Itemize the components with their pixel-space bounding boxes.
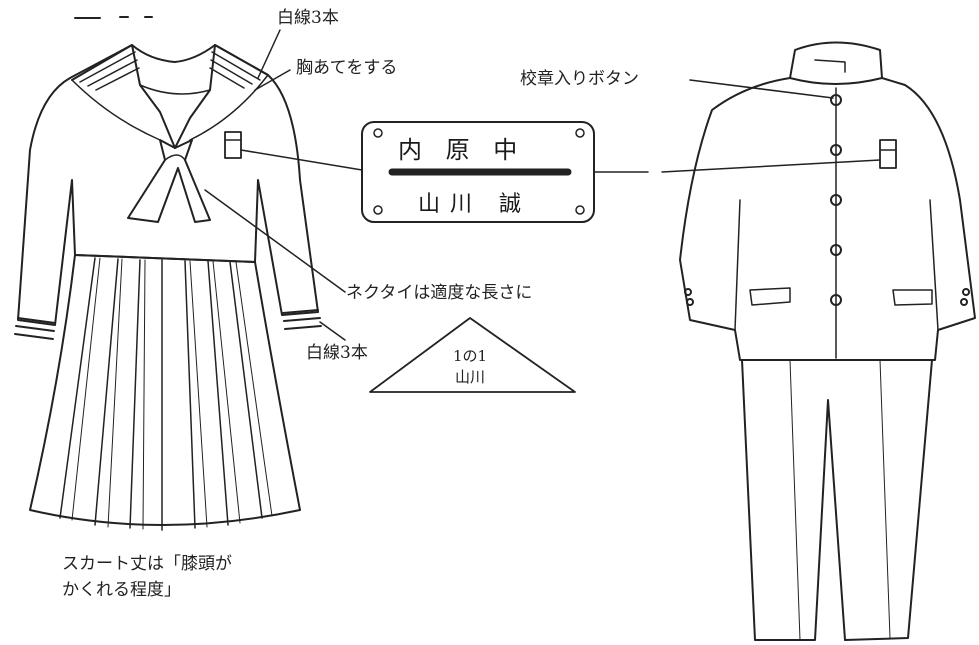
tie-length-label: ネクタイは適度な長さに: [346, 283, 533, 303]
left-cuff-lines: [14, 317, 56, 340]
collar-lines-label: 白線3本: [277, 8, 339, 28]
jacket-button: [830, 144, 842, 156]
pocket-flap-right: [892, 289, 933, 306]
sailor-blouse: [17, 44, 319, 326]
right-cuff-lines: [282, 309, 322, 330]
skirt-note: スカート丈は「膝頭が かくれる程度」: [62, 551, 232, 603]
pleated-skirt: [29, 254, 301, 526]
chest-cover: [139, 84, 211, 95]
badge-class-text: 1の1: [452, 347, 488, 365]
cuff-lines-label: 白線3本: [306, 343, 368, 363]
leader-lines: [204, 29, 881, 341]
skirt-note-line1: スカート丈は「膝頭が: [62, 554, 232, 574]
jacket-button: [830, 294, 842, 306]
gakuran-trousers: [741, 359, 933, 641]
jacket-button: [830, 94, 842, 106]
plate-student-name: 山川 誠: [418, 192, 531, 217]
sailor-tie: [127, 139, 211, 223]
jacket-button: [830, 194, 842, 206]
jacket-button: [830, 244, 842, 256]
blouse-name-tag: [224, 131, 242, 159]
class-badge-triangle: [369, 317, 576, 393]
stand-collar: [789, 41, 883, 85]
badge-name-text: 山川: [454, 368, 485, 386]
pocket-flap-left: [749, 287, 791, 306]
jacket-name-tag: [879, 139, 897, 169]
gakuran-uniform-drawing: [679, 41, 976, 641]
chest-cover-label: 胸あてをする: [296, 58, 398, 78]
gakuran-jacket: [679, 77, 976, 361]
emblem-button-label: 校章入りボタン: [520, 69, 639, 89]
sailor-uniform-drawing: [14, 44, 322, 531]
plate-school-name: 内 原 中: [398, 136, 526, 164]
skirt-note-line2: かくれる程度」: [62, 580, 181, 600]
